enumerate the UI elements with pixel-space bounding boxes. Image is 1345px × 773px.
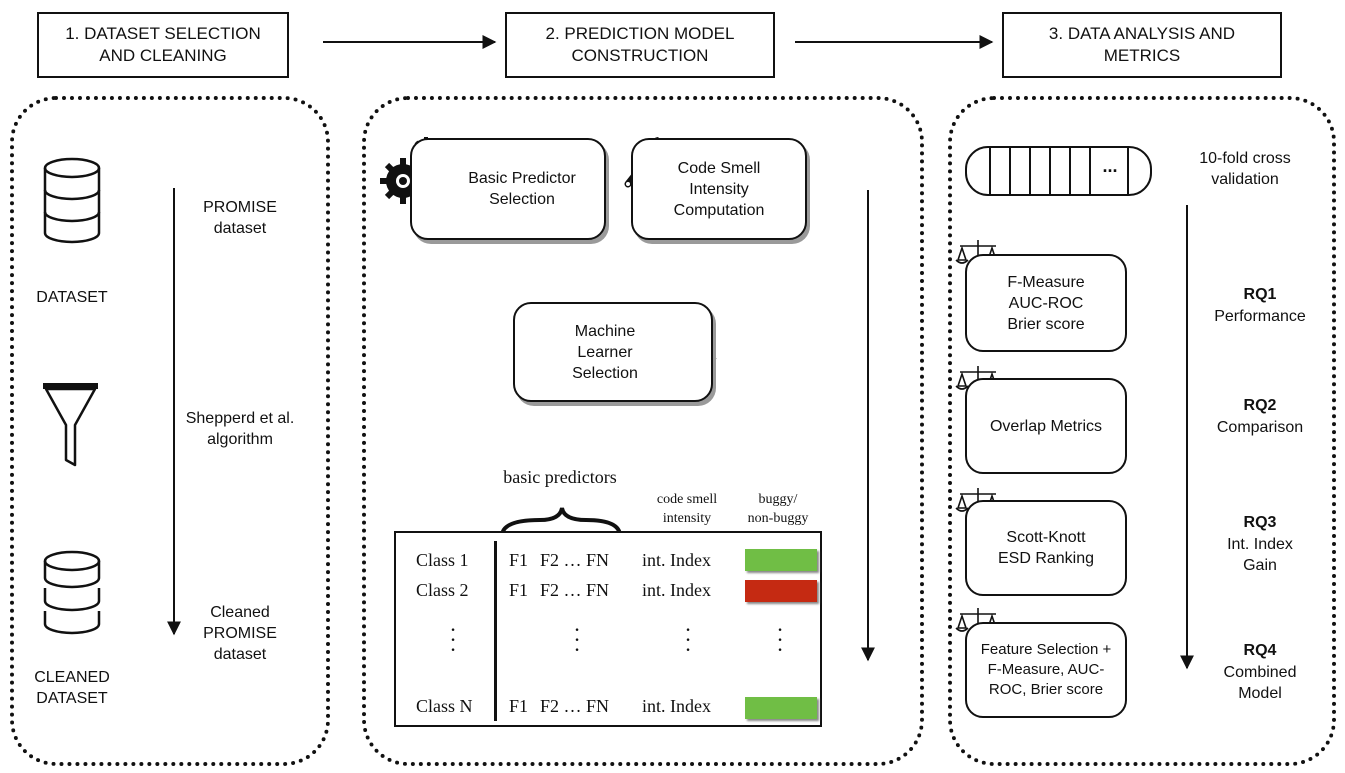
row-n-status-buggy [745, 697, 817, 719]
shepperd-algorithm-label: Shepperd et al. algorithm [185, 410, 295, 448]
ellipsis-features: ··· [573, 617, 581, 662]
cleaned-dataset-label: CLEANED DATASET [34, 669, 110, 707]
predictors-brace [500, 507, 622, 537]
model-panel [362, 96, 924, 766]
row-n-class: Class N [416, 696, 473, 716]
stage-1-box: 1. DATASET SELECTION AND CLEANING [37, 12, 289, 78]
row-1-status-buggy [745, 549, 817, 571]
scott-knott-card: Scott-Knott ESD Ranking [965, 500, 1127, 596]
cleaned-database-icon [43, 550, 101, 635]
dataset-label: DATASET [36, 289, 108, 306]
rq1-name: Performance [1214, 308, 1306, 325]
row-1-f1: F1 [509, 550, 529, 570]
stage-2-box: 2. PREDICTION MODEL CONSTRUCTION [505, 12, 775, 78]
cv-dots: ... [1102, 156, 1118, 176]
row-n-f2fn: F2 … FN [540, 696, 610, 716]
row-2-index: int. Index [642, 580, 711, 600]
row-1-f2fn: F2 … FN [540, 550, 610, 570]
rq3-label: RQ3 [1243, 514, 1277, 531]
promise-dataset-label: PROMISE dataset [203, 199, 277, 237]
feature-selection-card: Feature Selection + F-Measure, AUC- ROC,… [965, 622, 1127, 718]
rq3-name: Int. Index Gain [1227, 536, 1293, 574]
row-1-class: Class 1 [416, 550, 469, 570]
analysis-panel [948, 96, 1336, 766]
rq4-name: Combined Model [1223, 664, 1297, 702]
rq2-name: Comparison [1216, 419, 1304, 436]
cleaned-promise-dataset-label: Cleaned PROMISE dataset [203, 604, 277, 663]
stage-3-box: 3. DATA ANALYSIS AND METRICS [1002, 12, 1282, 78]
performance-metrics-card: F-Measure AUC-ROC Brier score [965, 254, 1127, 352]
ellipsis-class: ··· [449, 617, 457, 662]
rq2-label: RQ2 [1243, 397, 1277, 414]
predictors-table: Class 1 F1 F2 … FN int. Index Class 2 F1… [394, 531, 822, 727]
row-n-f1: F1 [509, 696, 529, 716]
table-divider [494, 541, 497, 721]
cv-folds-icon [965, 146, 1152, 196]
header-code-smell-intensity: code smell intensity [656, 492, 718, 526]
header-basic-predictors: basic predictors [503, 467, 617, 487]
row-2-f1: F1 [509, 580, 529, 600]
database-icon [43, 157, 101, 244]
code-smell-intensity-card: Code Smell Intensity Computation [631, 138, 807, 240]
row-2-f2fn: F2 … FN [540, 580, 610, 600]
overlap-metrics-card: Overlap Metrics [965, 378, 1127, 474]
row-2-status-non-buggy [745, 580, 817, 602]
rq4-label: RQ4 [1243, 642, 1277, 659]
ellipsis-index: ··· [684, 617, 692, 662]
header-buggy: buggy/ non-buggy [747, 492, 809, 526]
cv-label: 10-fold cross validation [1199, 150, 1291, 188]
basic-predictor-selection-card: Basic Predictor Selection [410, 138, 606, 240]
rq1-label: RQ1 [1243, 286, 1277, 303]
row-2-class: Class 2 [416, 580, 469, 600]
dataset-panel [10, 96, 330, 766]
ellipsis-status: ··· [776, 617, 784, 662]
row-n-index: int. Index [642, 696, 711, 716]
row-1-index: int. Index [642, 550, 711, 570]
machine-learner-selection-card: Machine Learner Selection [513, 302, 713, 402]
funnel-icon [43, 383, 98, 467]
